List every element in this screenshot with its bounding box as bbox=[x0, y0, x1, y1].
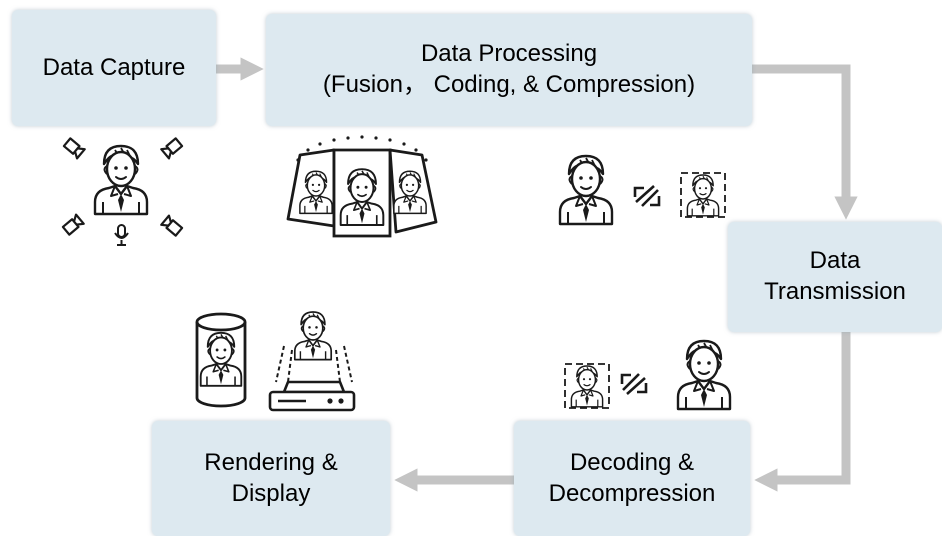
data-processing-box: Data Processing (Fusion， Coding, & Compr… bbox=[266, 14, 752, 126]
data-processing-sublabel: (Fusion， Coding, & Compression) bbox=[322, 71, 696, 98]
microphone-icon bbox=[114, 224, 129, 246]
decoding-label-line1: Decoding & bbox=[569, 448, 695, 476]
hologram-projector-icon bbox=[268, 311, 356, 412]
compress-arrows-icon bbox=[620, 372, 648, 396]
camera-icon bbox=[160, 214, 184, 238]
data-transmission-box: Data Transmission bbox=[728, 222, 942, 332]
framed-person-icon bbox=[564, 363, 610, 409]
panoramic-screen-icon bbox=[286, 135, 438, 238]
person-icon bbox=[93, 144, 149, 216]
arrow-transmission-to-decoding bbox=[754, 332, 851, 492]
decoding-label-line2: Decompression bbox=[548, 479, 716, 507]
camera-icon bbox=[62, 136, 86, 160]
capture-illustration bbox=[61, 136, 184, 246]
compress-arrows-icon bbox=[633, 184, 661, 208]
decoding-box: Decoding & Decompression bbox=[514, 421, 750, 536]
rendering-box: Rendering & Display bbox=[152, 421, 390, 536]
compression-illustration bbox=[558, 154, 726, 226]
data-capture-box: Data Capture bbox=[12, 10, 216, 126]
camera-icon bbox=[61, 213, 85, 237]
data-transmission-label-line2: Transmission bbox=[764, 278, 906, 305]
data-transmission-label-line1: Data bbox=[809, 247, 861, 275]
person-icon bbox=[558, 154, 614, 226]
rendering-label-line1: Rendering & bbox=[204, 448, 338, 476]
person-icon bbox=[676, 339, 732, 411]
arrow-processing-to-transmission bbox=[752, 64, 858, 220]
data-processing-label: Data Processing bbox=[420, 40, 598, 68]
cylinder-display-icon bbox=[195, 312, 247, 408]
rendering-label-line2: Display bbox=[231, 479, 311, 507]
framed-person-icon bbox=[680, 172, 726, 218]
decompression-illustration bbox=[564, 339, 732, 411]
data-capture-label: Data Capture bbox=[42, 53, 186, 81]
camera-icon bbox=[160, 136, 184, 160]
